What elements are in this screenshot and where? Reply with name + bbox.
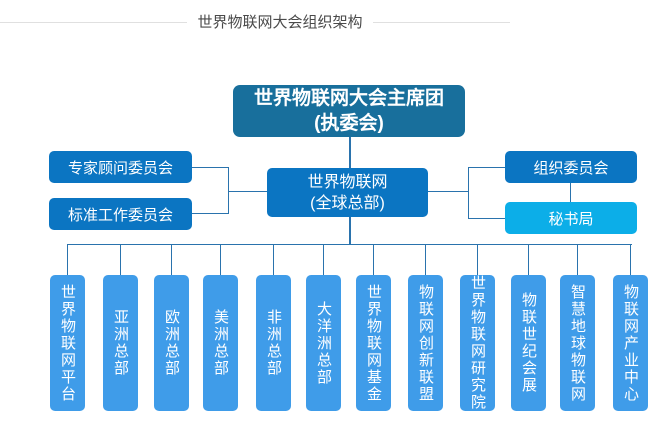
- connector-division-stub: [477, 245, 478, 275]
- connector-standards-stub: [192, 213, 228, 214]
- connector-division-stub: [220, 245, 221, 275]
- connector-left-bracket: [228, 167, 229, 214]
- connector-division-stub: [630, 245, 631, 275]
- connector-hq-down: [349, 217, 351, 245]
- connector-right-bracket: [468, 167, 469, 219]
- organizing-committee-label: 组织委员会: [533, 159, 609, 177]
- division-box-africa-hq: 非洲总部: [256, 275, 291, 411]
- secretariat-label: 秘书局: [548, 210, 594, 228]
- advisory-committee-box: 专家顾问委员会: [49, 151, 192, 183]
- secretariat-box: 秘书局: [505, 202, 637, 234]
- presidium-label-line2: (执委会): [314, 113, 384, 134]
- division-box-smart-earth-iot: 智慧地球物联网: [560, 275, 595, 411]
- connector-division-stub: [273, 245, 274, 275]
- connector-division-stub: [425, 245, 426, 275]
- connector-division-stub: [323, 245, 324, 275]
- standards-committee-label: 标准工作委员会: [67, 206, 173, 224]
- connector-distribution-line: [67, 244, 632, 245]
- connector-division-stub: [528, 245, 529, 275]
- division-box-iot-industry-center: 物联网产业中心: [613, 275, 648, 411]
- connector-hq-to-right: [428, 191, 468, 192]
- connector-secretariat-stub: [468, 218, 505, 219]
- division-box-iot-century-exhibition: 物联世纪会展: [511, 275, 546, 411]
- division-box-oceania-hq: 大洋洲总部: [306, 275, 341, 411]
- division-box-world-iot-fund: 世界物联网基金: [356, 275, 391, 411]
- connector-division-stub: [373, 245, 374, 275]
- page-title: 世界物联网大会组织架构: [187, 13, 373, 32]
- global-hq-label-line1: 世界物联网: [307, 173, 388, 191]
- division-box-iot-innovation-alliance: 物联网创新联盟: [408, 275, 443, 411]
- connector-division-stub: [120, 245, 121, 275]
- connector-division-stub: [171, 245, 172, 275]
- connector-advisory-stub: [192, 167, 228, 168]
- global-hq-box: 世界物联网 (全球总部): [267, 168, 428, 217]
- division-box-europe-hq: 欧洲总部: [154, 275, 189, 411]
- connector-division-stub: [577, 245, 578, 275]
- presidium-box: 世界物联网大会主席团 (执委会): [233, 85, 465, 137]
- standards-committee-box: 标准工作委员会: [49, 198, 192, 230]
- division-box-world-iot-platform: 世界物联网平台: [50, 275, 85, 411]
- division-box-world-iot-research-institute: 世界物联网研究院: [460, 275, 495, 411]
- division-box-americas-hq: 美洲总部: [203, 275, 238, 411]
- connector-division-stub: [67, 245, 68, 275]
- connector-left-to-hq: [228, 191, 267, 192]
- advisory-committee-label: 专家顾问委员会: [67, 159, 173, 177]
- connector-organizing-to-secretariat: [570, 183, 571, 202]
- connector-organizing-stub: [468, 167, 505, 168]
- presidium-label-line1: 世界物联网大会主席团: [253, 88, 444, 109]
- division-box-asia-hq: 亚洲总部: [103, 275, 138, 411]
- organizing-committee-box: 组织委员会: [505, 151, 637, 183]
- connector-root-to-hq: [349, 137, 351, 168]
- global-hq-label-line2: (全球总部): [310, 194, 385, 212]
